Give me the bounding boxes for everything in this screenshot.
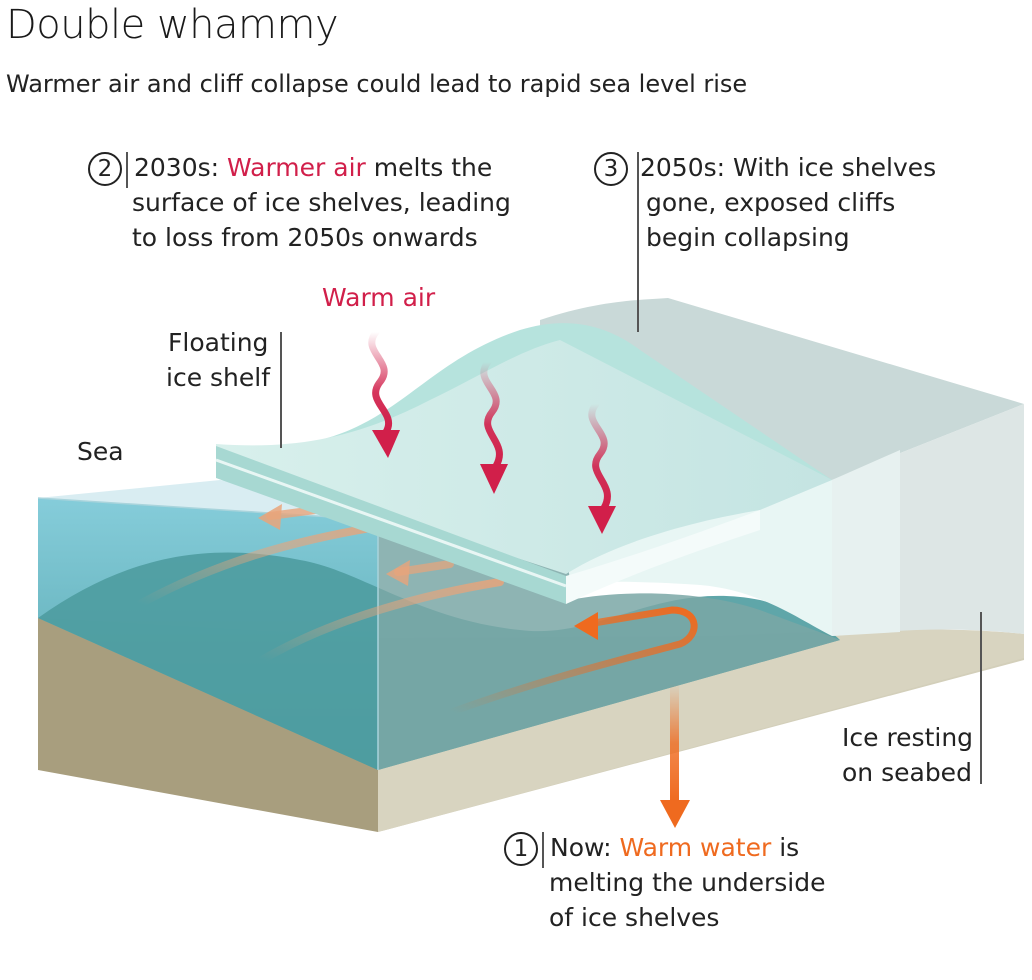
- step1-lead: Now:: [550, 833, 619, 862]
- seabed-label-line1: Ice resting: [842, 720, 973, 755]
- step3-line2: gone, exposed cliffs: [646, 185, 895, 220]
- step2-line3: to loss from 2050s onwards: [132, 220, 478, 255]
- step1-number: 1: [504, 832, 538, 866]
- seabed-label-line2: on seabed: [842, 755, 972, 790]
- step2-lead: 2030s:: [134, 153, 227, 182]
- callout-step2: 2 2030s: Warmer air melts the: [88, 150, 492, 186]
- floating-label-line1: Floating: [168, 325, 268, 360]
- step2-rest: melts the: [366, 153, 492, 182]
- step3-number: 3: [594, 152, 628, 186]
- floating-rule: [280, 332, 282, 448]
- callout-step3: 3 2050s: With ice shelves: [594, 150, 936, 186]
- step1-line3: of ice shelves: [549, 900, 719, 935]
- step2-highlight: Warmer air: [227, 153, 366, 182]
- step3-line1: 2050s: With ice shelves: [640, 153, 936, 182]
- step1-line2: melting the underside: [549, 865, 826, 900]
- step3-line3: begin collapsing: [646, 220, 850, 255]
- step1-highlight: Warm water: [619, 833, 771, 862]
- warm-air-label: Warm air: [322, 280, 435, 315]
- step1-rest: is: [771, 833, 799, 862]
- seabed-rule: [980, 612, 982, 784]
- step2-line2: surface of ice shelves, leading: [132, 185, 511, 220]
- floating-label-line2: ice shelf: [166, 360, 270, 395]
- sea-label: Sea: [77, 434, 124, 469]
- step2-number: 2: [88, 152, 122, 186]
- callout-step1: 1 Now: Warm water is: [504, 830, 799, 866]
